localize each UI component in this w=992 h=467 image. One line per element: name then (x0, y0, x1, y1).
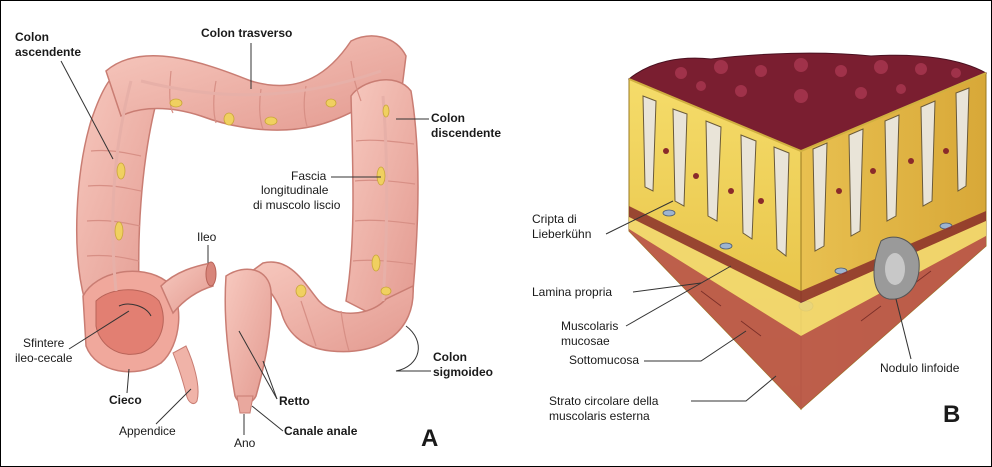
label-cripta-1: Cripta di (532, 212, 577, 226)
label-muscolaris-2: mucosae (561, 334, 610, 348)
label-colon-sigmoideo-2: sigmoideo (433, 365, 493, 379)
label-colon-ascendente-2: ascendente (15, 45, 81, 59)
intestinal-wall-block (629, 53, 986, 409)
cecum-interior (96, 290, 163, 355)
label-fascia-1: Fascia (291, 169, 327, 183)
leader-cieco (127, 369, 129, 393)
lymphoid-nodule-center (885, 253, 905, 285)
leader-strato (691, 376, 776, 401)
leader-appendice (156, 389, 191, 424)
label-colon-sigmoideo-1: Colon (433, 350, 467, 364)
label-cieco: Cieco (109, 393, 142, 407)
label-colon-discendente-2: discendente (431, 126, 501, 140)
label-cripta-2: Lieberkühn (532, 227, 591, 241)
label-appendice: Appendice (119, 424, 176, 438)
label-sfintere-1: Sfintere (23, 336, 65, 350)
panel-b-letter: B (943, 401, 960, 428)
label-ileo: Ileo (197, 230, 217, 244)
label-colon-ascendente-1: Colon (15, 30, 49, 44)
label-fascia-3: di muscolo liscio (253, 198, 341, 212)
leader-colon-sigmoideo (396, 326, 431, 371)
rectum (225, 269, 271, 403)
ileum-opening (206, 262, 216, 286)
leader-canale-anale (252, 406, 283, 431)
label-colon-trasverso: Colon trasverso (201, 26, 292, 40)
panel-a-letter: A (421, 425, 438, 452)
label-retto: Retto (279, 394, 310, 408)
label-strato-2: muscolaris esterna (549, 409, 650, 423)
anal-canal (237, 396, 253, 413)
label-muscolaris-1: Muscolaris (561, 319, 618, 333)
colon-illustration (77, 36, 418, 413)
label-sottomucosa: Sottomucosa (569, 353, 639, 367)
label-fascia-2: longitudinale (261, 183, 329, 197)
label-nodulo-linfoide: Nodulo linfoide (880, 361, 960, 375)
label-strato-1: Strato circolare della (549, 394, 659, 408)
descending-colon (346, 80, 418, 319)
leader-retto-2 (263, 361, 277, 399)
label-sfintere-2: ileo-cecale (15, 351, 73, 365)
label-ano: Ano (234, 436, 256, 450)
label-colon-discendente-1: Colon (431, 111, 465, 125)
label-canale-anale: Canale anale (284, 424, 358, 438)
label-lamina-propria: Lamina propria (532, 285, 612, 299)
